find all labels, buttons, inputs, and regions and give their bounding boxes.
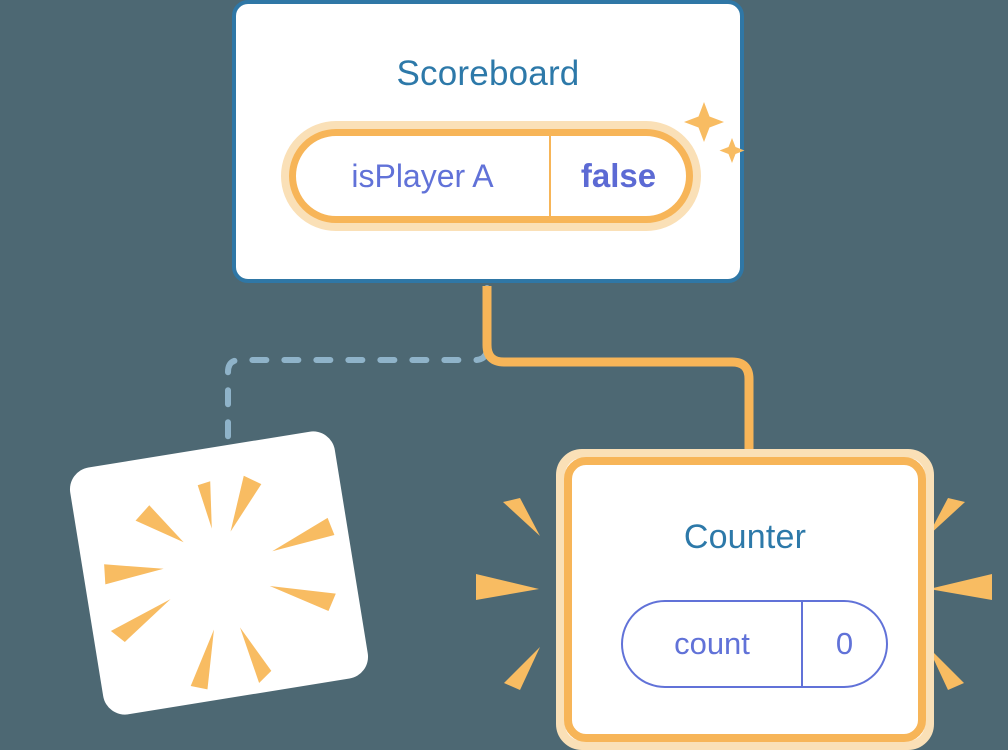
counter-title: Counter	[683, 518, 807, 556]
counter-state-key: count	[674, 626, 750, 661]
scoreboard-state-pill[interactable]: isPlayer A false	[281, 121, 701, 231]
blank-card-sunburst-icon	[104, 475, 336, 690]
scoreboard-title: Scoreboard	[396, 54, 580, 93]
scoreboard-card[interactable]: Scoreboard isPlayer A false	[232, 0, 745, 283]
scoreboard-state-pill-ring: isPlayer A false	[289, 129, 693, 223]
scoreboard-state-key: isPlayer A	[351, 157, 494, 194]
blank-card[interactable]	[66, 428, 372, 718]
scoreboard-state-value: false	[549, 136, 686, 216]
counter-card[interactable]: Counter count 0	[556, 449, 934, 750]
connector-scoreboard-to-counter	[482, 286, 754, 470]
counter-card-surface: Counter count 0	[564, 457, 926, 742]
counter-state-pill[interactable]: count 0	[621, 600, 888, 688]
counter-state-value: 0	[801, 602, 886, 686]
